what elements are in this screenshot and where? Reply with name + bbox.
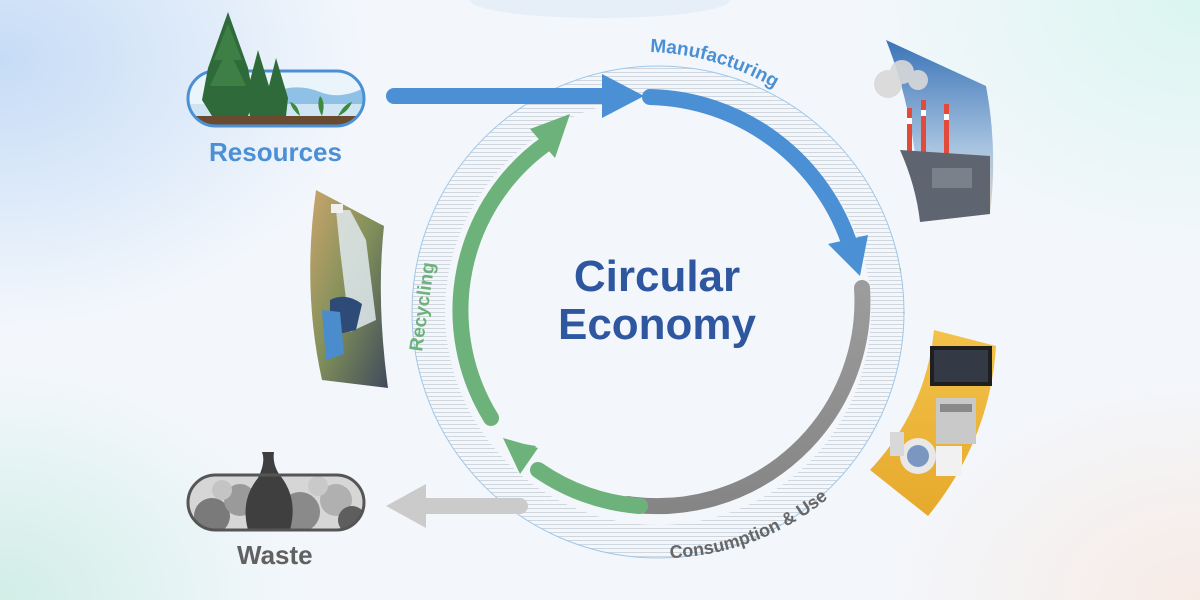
appliances-image	[870, 330, 996, 516]
top-decor-arc	[470, 0, 730, 18]
manufacturing-arrowhead	[828, 235, 868, 276]
consumption-arc	[620, 280, 871, 515]
resources-label: Resources	[209, 137, 342, 167]
factory-image	[874, 40, 994, 222]
recycling-lower-arc	[530, 462, 648, 514]
recycling-lower-arrowhead-fill	[503, 438, 538, 474]
outer-ring-accent	[411, 65, 905, 559]
diagram-title-line-2: Economy	[557, 300, 757, 349]
resources-arrowhead	[602, 74, 644, 118]
bottle-image	[310, 190, 388, 388]
recycling-upper-arc	[452, 135, 555, 426]
waste-image	[186, 452, 366, 532]
manufacturing-arc	[642, 89, 859, 256]
resources-image	[186, 12, 366, 128]
waste-label: Waste	[237, 540, 313, 570]
waste-arrowhead	[386, 484, 426, 528]
recycling-upper-arrowhead	[530, 114, 570, 158]
diagram-title-line-1: Circular	[573, 252, 741, 301]
